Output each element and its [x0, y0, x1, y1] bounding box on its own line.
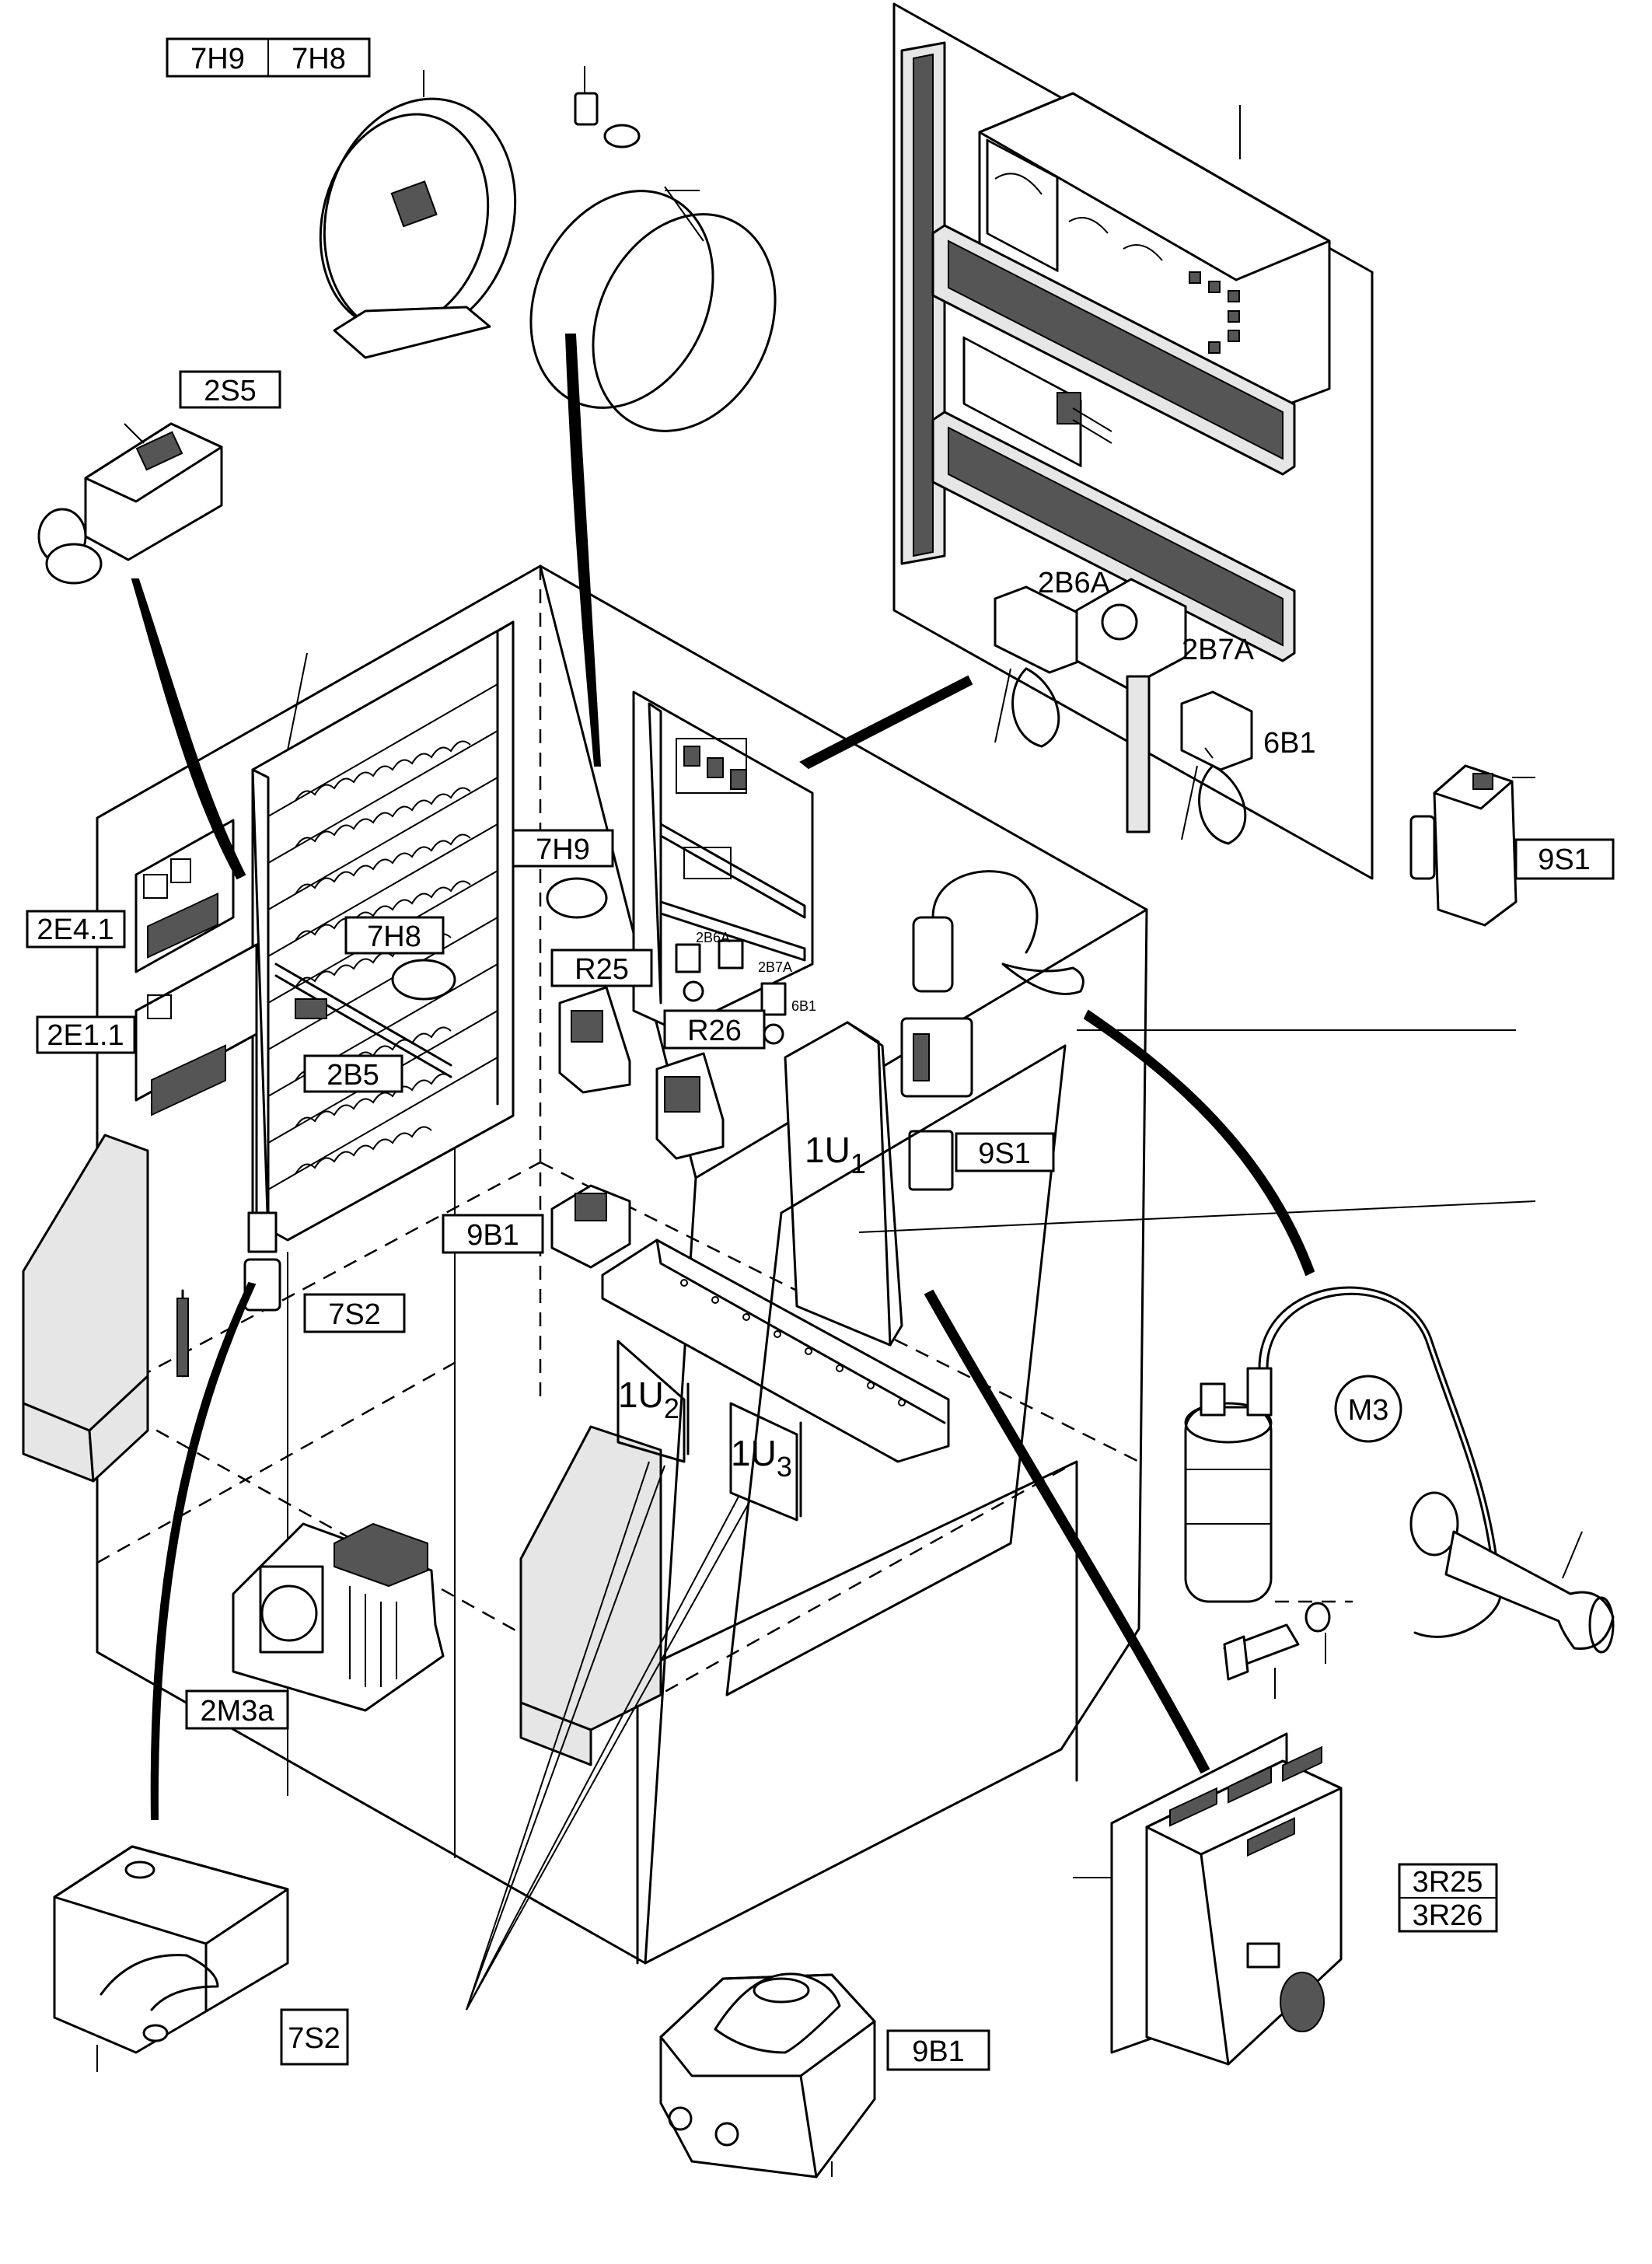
- pcb-boards: [134, 819, 452, 1378]
- foot-switch-7s2: [53, 1845, 289, 2072]
- relay-box-3r25-3r26: [1073, 1732, 1343, 2066]
- label-m3: M3: [1348, 1394, 1389, 1427]
- label-3r25: 3R25: [1413, 1866, 1483, 1899]
- compressor-2m3a: [232, 1522, 445, 1712]
- label-7s2-bottom: 7S2: [288, 2022, 341, 2055]
- leader-lines: [131, 334, 1536, 2011]
- label-2b5: 2B5: [327, 1059, 379, 1092]
- label-box-r25: [550, 949, 653, 987]
- ignition-transformer-9s1: [1409, 764, 1535, 927]
- label-1u3: 1U3: [731, 1433, 792, 1483]
- label-7h8-top: 7H8: [292, 43, 346, 75]
- callout-labels: 7H9 7H8 2S5 2B6A 2B7A 6B1 9S1 2E4.1 2E1.…: [26, 37, 1615, 2071]
- label-box-9b1-bottom: [886, 2029, 990, 2071]
- label-box-r26: [663, 1009, 766, 1050]
- label-box-2b5: [303, 1054, 403, 1093]
- label-r25: R25: [575, 953, 629, 986]
- disconnect-switch-9b1: [659, 1972, 876, 2178]
- lamp-housing-7h9: [319, 97, 517, 359]
- label-7h9-mid: 7H9: [536, 833, 590, 866]
- label-box-9s1-mid: [955, 1132, 1055, 1172]
- label-7h8-mid: 7H8: [367, 921, 421, 953]
- label-box-9b1-mid: [442, 1214, 544, 1254]
- label-2b7a: 2B7A: [1182, 634, 1255, 666]
- lower-side-housing: [519, 1425, 662, 1766]
- label-9s1-mid: 9S1: [978, 1137, 1031, 1170]
- label-box-2e1-1: [36, 1015, 136, 1054]
- label-6b1-small: 6B1: [791, 998, 816, 1014]
- label-box-2e4-1: [26, 910, 126, 949]
- label-box-9s1-right: [1514, 838, 1615, 880]
- electrical-panel: [892, 2, 1374, 880]
- limit-switch-2s5: [37, 422, 223, 585]
- oil-pump-m3: [1184, 1286, 1615, 1699]
- label-7s2-mid: 7S2: [328, 1298, 381, 1331]
- label-3r26: 3R26: [1413, 1899, 1483, 1932]
- cable-tray: [601, 1239, 950, 1463]
- panel-1u2: [616, 1340, 690, 1463]
- ignition-unit-mid: [900, 1017, 973, 1191]
- label-7h9-top: 7H9: [190, 43, 245, 75]
- bulb: [574, 66, 641, 148]
- left-side-housing: [22, 1134, 149, 1483]
- contactor-modules: [558, 939, 787, 1160]
- label-1u2: 1U2: [618, 1375, 679, 1424]
- label-box-7h9-mid: [512, 829, 614, 868]
- panel-1u1: [784, 1021, 903, 1347]
- label-box-7s2-mid: [303, 1293, 406, 1333]
- label-2b6a: 2B6A: [1038, 567, 1111, 599]
- lamps-inside: [391, 877, 608, 1001]
- leader-lines-top: [423, 70, 704, 242]
- label-r26: R26: [687, 1015, 742, 1047]
- label-2m3a: 2M3a: [200, 1695, 274, 1728]
- label-box-2m3a: [185, 1689, 289, 1730]
- panel-1u3: [729, 1402, 802, 1522]
- label-2b7a-small: 2B7A: [758, 959, 792, 975]
- label-9b1-mid: 9B1: [466, 1219, 519, 1252]
- label-box-7s2-bottom: [280, 2008, 349, 2066]
- label-2b6a-small: 2B6A: [696, 930, 730, 945]
- label-box-7h8-mid: [344, 916, 445, 955]
- label-2s5: 2S5: [204, 375, 257, 407]
- pressure-switches: [994, 578, 1253, 845]
- label-9s1-right: 9S1: [1538, 844, 1591, 876]
- lamp-cover-7h8: [529, 190, 777, 432]
- label-2e4-1: 2E4.1: [37, 914, 114, 946]
- pump-horn-small: [912, 870, 1084, 995]
- label-6b1: 6B1: [1263, 727, 1316, 760]
- label-box-2s5: [179, 370, 281, 409]
- internal-control-panel: [632, 690, 814, 1032]
- label-2e1-1: 2E1.1: [47, 1019, 124, 1052]
- disconnect-switch-small: [550, 1184, 631, 1269]
- label-1u1: 1U1: [805, 1130, 866, 1179]
- label-9b1-bottom: 9B1: [912, 2035, 965, 2068]
